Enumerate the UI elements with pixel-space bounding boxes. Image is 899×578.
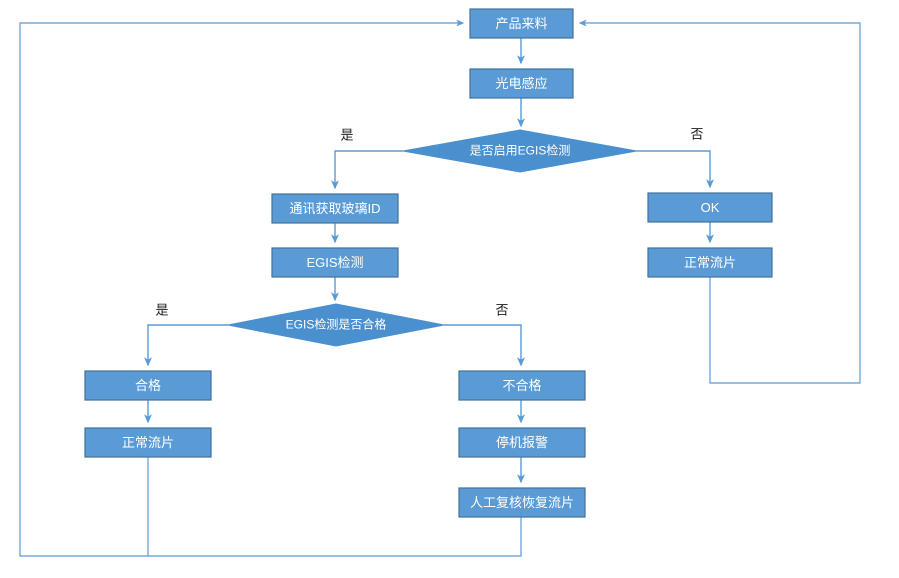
edge-loop-right-return [578, 19, 861, 384]
node-manual-review-resume[interactable]: 人工复核恢复流片 [458, 487, 586, 518]
edge-d2-yes-to-n7 [143, 324, 228, 367]
edge-d1-no-to-n5 [637, 150, 715, 189]
node-stop-alarm[interactable]: 停机报警 [458, 427, 586, 458]
edge-loop-left-return [19, 19, 465, 557]
edge-label-d1-yes: 是 [340, 127, 353, 142]
node-normal-flow-right[interactable]: 正常流片 [647, 247, 773, 278]
node-ok[interactable]: OK [647, 192, 773, 223]
node-photoelectric-sensing[interactable]: 光电感应 [469, 68, 574, 99]
node-pass[interactable]: 合格 [84, 370, 212, 401]
node-decision-egis-pass[interactable]: EGIS检测是否合格 [227, 303, 445, 347]
node-product-incoming[interactable]: 产品来料 [469, 8, 574, 39]
edge-d2-no-to-n9 [444, 324, 526, 367]
edge-label-d2-no: 否 [495, 302, 508, 317]
node-egis-inspection[interactable]: EGIS检测 [271, 247, 399, 278]
node-decision-enable-egis[interactable]: 是否启用EGIS检测 [402, 129, 638, 173]
node-normal-flow-left[interactable]: 正常流片 [84, 427, 212, 458]
node-fail[interactable]: 不合格 [458, 370, 586, 401]
node-fetch-glass-id[interactable]: 通讯获取玻璃ID [271, 193, 399, 224]
edge-loop-bottom-return [148, 517, 522, 557]
edge-d1-yes-to-n3 [330, 150, 403, 190]
edge-label-d1-no: 否 [690, 126, 703, 141]
edge-label-d2-yes: 是 [155, 302, 168, 317]
